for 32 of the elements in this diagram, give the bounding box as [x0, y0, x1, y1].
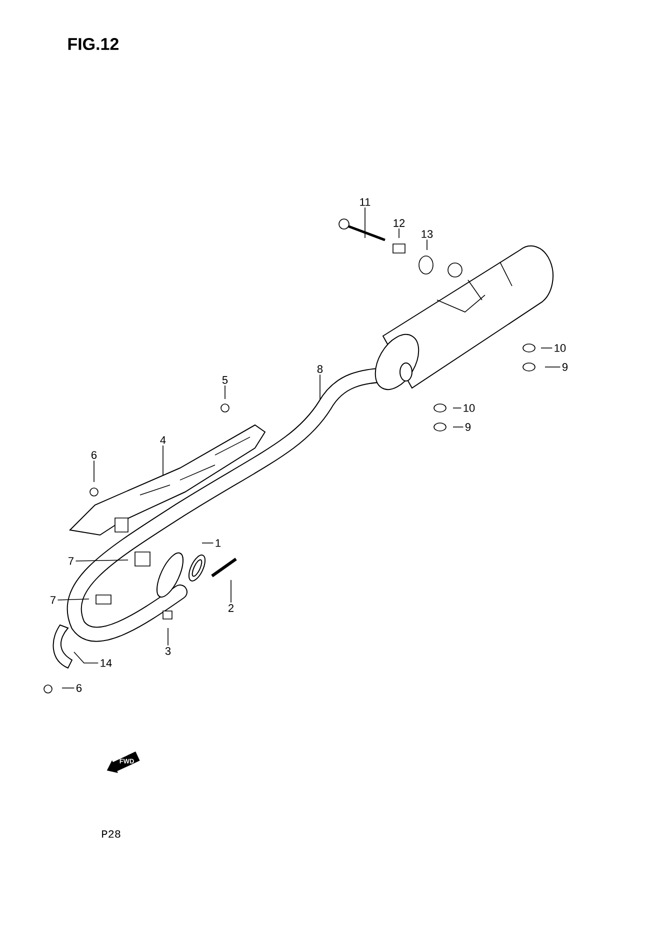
leader-line [74, 652, 99, 664]
callout-number: 5 [222, 376, 228, 384]
leader-line [162, 445, 164, 476]
leader-line [202, 542, 214, 544]
leader-line [452, 426, 464, 428]
leader-line [75, 560, 128, 562]
callout-number: 7 [50, 596, 56, 604]
callout-number: 10 [554, 344, 566, 352]
figure-title: FIG.12 [68, 38, 118, 50]
leader-line [57, 598, 90, 600]
leader-line [398, 228, 400, 238]
callout-number: 1 [216, 539, 221, 547]
leader-line [364, 207, 366, 238]
callout-number: 6 [92, 451, 97, 459]
callout-number: 2 [228, 604, 234, 612]
leader-line [544, 366, 561, 368]
callout-number: 3 [165, 647, 171, 655]
leader-line [230, 580, 232, 603]
callout-number: 8 [317, 365, 323, 373]
callout-number: 6 [76, 684, 82, 692]
callout-number: 14 [100, 659, 112, 667]
callout-number: 9 [465, 423, 471, 431]
callout-number: 12 [394, 219, 405, 227]
callout-number: 9 [562, 363, 568, 371]
callout-number: 13 [422, 230, 433, 238]
callout-number: 10 [464, 404, 475, 412]
callout-number: 11 [360, 198, 370, 206]
callout-number: 7 [68, 557, 74, 565]
leader-line [426, 239, 428, 250]
leader-line [224, 385, 226, 400]
callout-number: 4 [160, 436, 166, 444]
page-code: P28 [102, 830, 120, 838]
